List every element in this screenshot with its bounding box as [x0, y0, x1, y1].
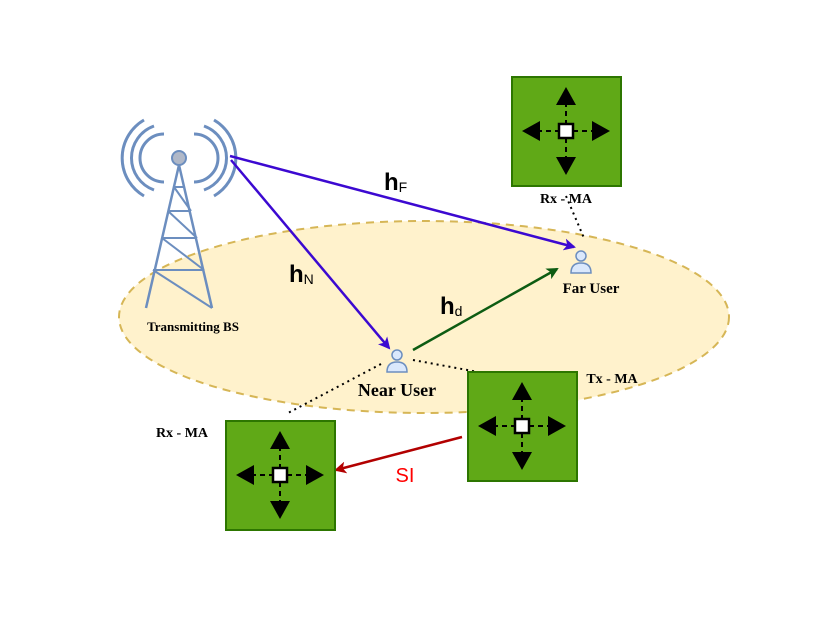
bs-label: Transmitting BS — [147, 319, 239, 334]
rx-ma-near-label: Rx - MA — [156, 426, 209, 441]
link-si-arrow — [334, 435, 463, 474]
label-hn: hN — [289, 261, 314, 288]
near-user-label: Near User — [358, 380, 436, 400]
dotted-near-tx — [412, 359, 490, 375]
far-user-label: Far User — [563, 281, 620, 297]
antenna-tower-icon — [120, 118, 238, 309]
link-hd-arrow — [412, 267, 559, 352]
link-hn-arrow — [230, 159, 391, 350]
link-hf-arrow — [229, 154, 576, 251]
label-hd: hd — [440, 293, 462, 320]
rx-ma-far-label: Rx - MA — [540, 192, 593, 207]
tx-ma-block — [467, 371, 578, 482]
rx-ma-far-block — [511, 76, 622, 187]
label-hf: hF — [384, 169, 407, 196]
si-label: SI — [396, 465, 415, 487]
dotted-far-rx — [565, 195, 585, 239]
tx-ma-label: Tx - MA — [586, 372, 638, 387]
rx-ma-near-block — [225, 420, 336, 531]
